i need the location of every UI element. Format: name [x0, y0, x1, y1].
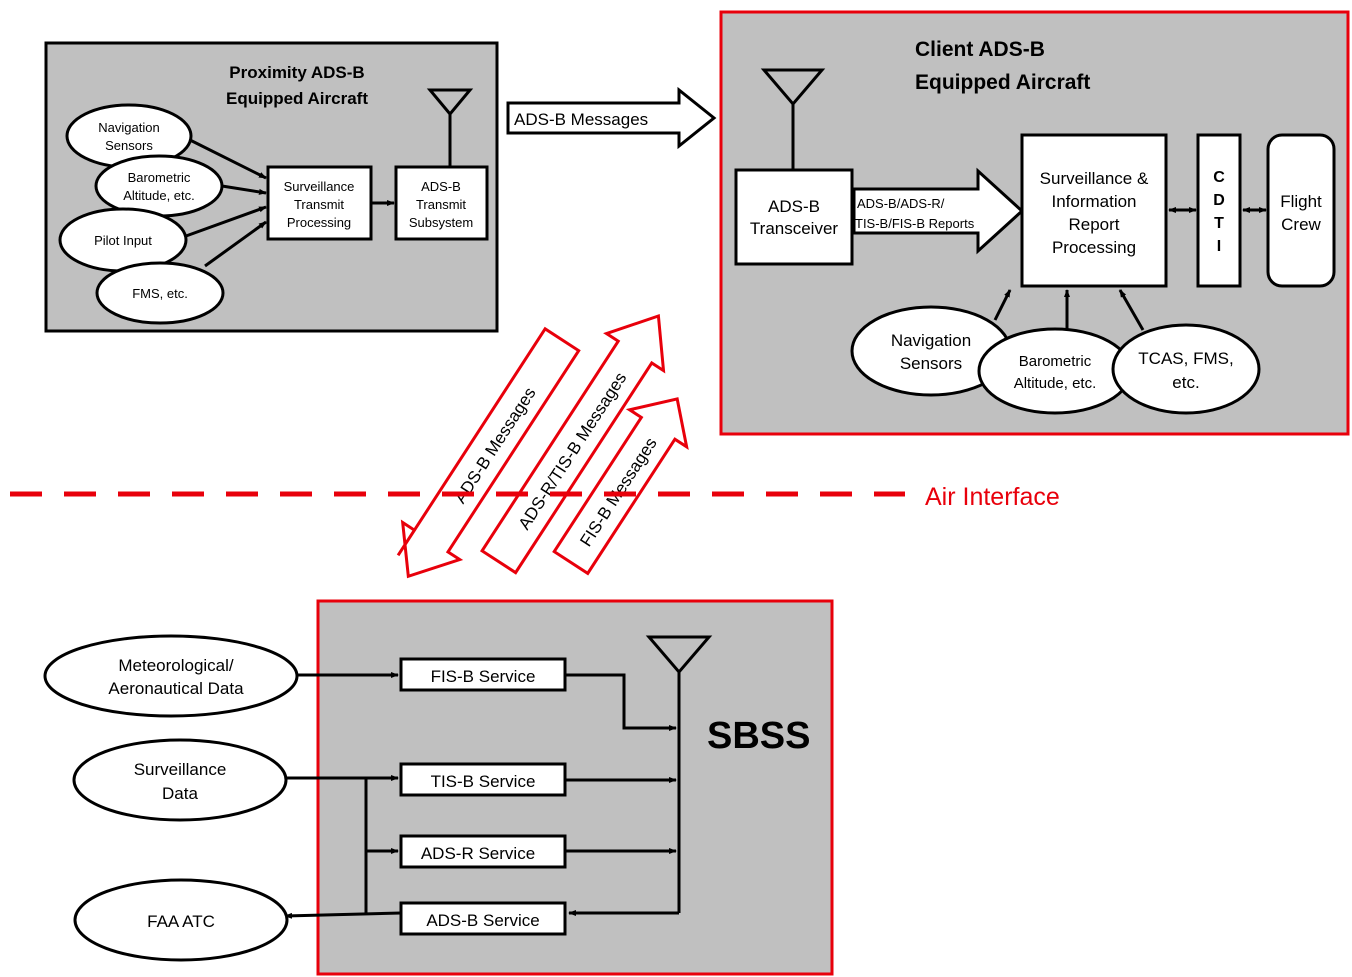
sbss-panel: SBSS FIS-B Service TIS-B Service ADS-R S… [284, 599, 834, 976]
adsr-service-box: ADS-R Service [399, 834, 567, 869]
surv-info-line2: Information [1051, 192, 1136, 211]
client-title-line1: Client ADS-B [915, 38, 1045, 61]
met-data-line2: Aeronautical Data [108, 679, 244, 698]
air-interface-divider: Air Interface [10, 483, 1060, 511]
sbss-antenna-icon [645, 635, 713, 913]
adsb-transmit-subsystem-box: ADS-B Transmit Subsystem [394, 165, 489, 241]
adsb-transceiver-box: ADS-B Transceiver [734, 168, 854, 266]
client-tcas-line1: TCAS, FMS, [1138, 349, 1233, 368]
fisb-service-label: FIS-B Service [431, 667, 536, 686]
sbss-title: SBSS [707, 715, 810, 757]
surv-info-line4: Processing [1052, 238, 1136, 257]
tisb-service-label: TIS-B Service [431, 772, 536, 791]
cdti-c: C [1213, 169, 1225, 186]
surv-data-line1: Surveillance [134, 760, 227, 779]
proximity-fms-label: FMS, etc. [132, 286, 188, 301]
adsb-transmit-line2: Transmit [416, 197, 466, 212]
cdti-box: C D T I [1196, 133, 1242, 288]
adsb-transmit-line3: Subsystem [409, 215, 473, 230]
flight-crew-line1: Flight [1280, 192, 1322, 211]
faa-atc-label: FAA ATC [147, 912, 215, 931]
adsb-messages-arrow-label: ADS-B Messages [514, 110, 648, 129]
air-interface-label: Air Interface [925, 483, 1060, 511]
surv-data-line2: Data [162, 784, 198, 803]
adsb-messages-block-arrow: ADS-B Messages [506, 86, 717, 150]
proximity-baro-line1: Barometric [128, 170, 191, 185]
proximity-title-line1: Proximity ADS-B [229, 63, 364, 82]
tisb-service-box: TIS-B Service [399, 762, 567, 797]
reports-block-arrow: ADS-B/ADS-R/ TIS-B/FIS-B Reports [852, 167, 1025, 255]
client-tcas: TCAS, FMS, etc. [1111, 323, 1261, 415]
client-nav-line1: Navigation [891, 331, 971, 350]
client-baro-line2: Altitude, etc. [1014, 375, 1097, 392]
adsb-transmit-line1: ADS-B [421, 179, 461, 194]
client-nav-line2: Sensors [900, 354, 962, 373]
surv-transmit-line3: Processing [287, 215, 351, 230]
adsr-service-label: ADS-R Service [421, 844, 535, 863]
proximity-baro: Barometric Altitude, etc. [94, 154, 224, 218]
surveillance-transmit-processing-box: Surveillance Transmit Processing [266, 165, 373, 241]
proximity-baro-line2: Altitude, etc. [123, 188, 195, 203]
fisb-service-box: FIS-B Service [399, 657, 567, 692]
client-nav-sensors: Navigation Sensors [850, 305, 1012, 397]
proximity-pilot-input: Pilot Input [58, 207, 188, 273]
cdti-d: D [1213, 192, 1225, 209]
client-tcas-line2: etc. [1172, 373, 1199, 392]
cdti-t: T [1214, 215, 1224, 232]
reports-arrow-line2: TIS-B/FIS-B Reports [855, 216, 975, 231]
surveillance-data: Surveillance Data [72, 738, 288, 822]
client-aircraft-panel: Client ADS-B Equipped Aircraft ADS-B Tra… [719, 10, 1350, 436]
surv-info-line1: Surveillance & [1040, 169, 1149, 188]
surv-info-line3: Report [1068, 215, 1119, 234]
client-baro-line1: Barometric [1019, 353, 1092, 370]
faa-atc: FAA ATC [73, 878, 289, 962]
surv-transmit-line2: Transmit [294, 197, 344, 212]
met-data-line1: Meteorological/ [118, 656, 234, 675]
client-title-line2: Equipped Aircraft [915, 71, 1090, 94]
surv-transmit-line1: Surveillance [284, 179, 355, 194]
reports-arrow-line1: ADS-B/ADS-R/ [857, 196, 945, 211]
met-aero-data: Meteorological/ Aeronautical Data [43, 634, 299, 718]
proximity-fms: FMS, etc. [95, 261, 225, 325]
cdti-i: I [1217, 238, 1221, 255]
adsb-service-label: ADS-B Service [426, 911, 539, 930]
flight-crew-line2: Crew [1281, 215, 1321, 234]
proximity-antenna-icon [426, 88, 474, 166]
proximity-title-line2: Equipped Aircraft [226, 89, 368, 108]
proximity-nav-sensors-line1: Navigation [98, 120, 159, 135]
client-baro: Barometric Altitude, etc. [977, 327, 1133, 415]
transceiver-line2: Transceiver [750, 219, 839, 238]
proximity-pilot-input-label: Pilot Input [94, 233, 152, 248]
surveillance-info-report-processing-box: Surveillance & Information Report Proces… [1020, 133, 1168, 288]
proximity-nav-sensors: Navigation Sensors [65, 103, 193, 169]
transceiver-line1: ADS-B [768, 197, 820, 216]
proximity-aircraft-panel: Proximity ADS-B Equipped Aircraft Naviga… [44, 41, 499, 333]
flight-crew-box: Flight Crew [1266, 133, 1336, 288]
client-antenna-icon [760, 68, 826, 170]
proximity-nav-sensors-line2: Sensors [105, 138, 153, 153]
adsb-service-box: ADS-B Service [399, 901, 567, 936]
